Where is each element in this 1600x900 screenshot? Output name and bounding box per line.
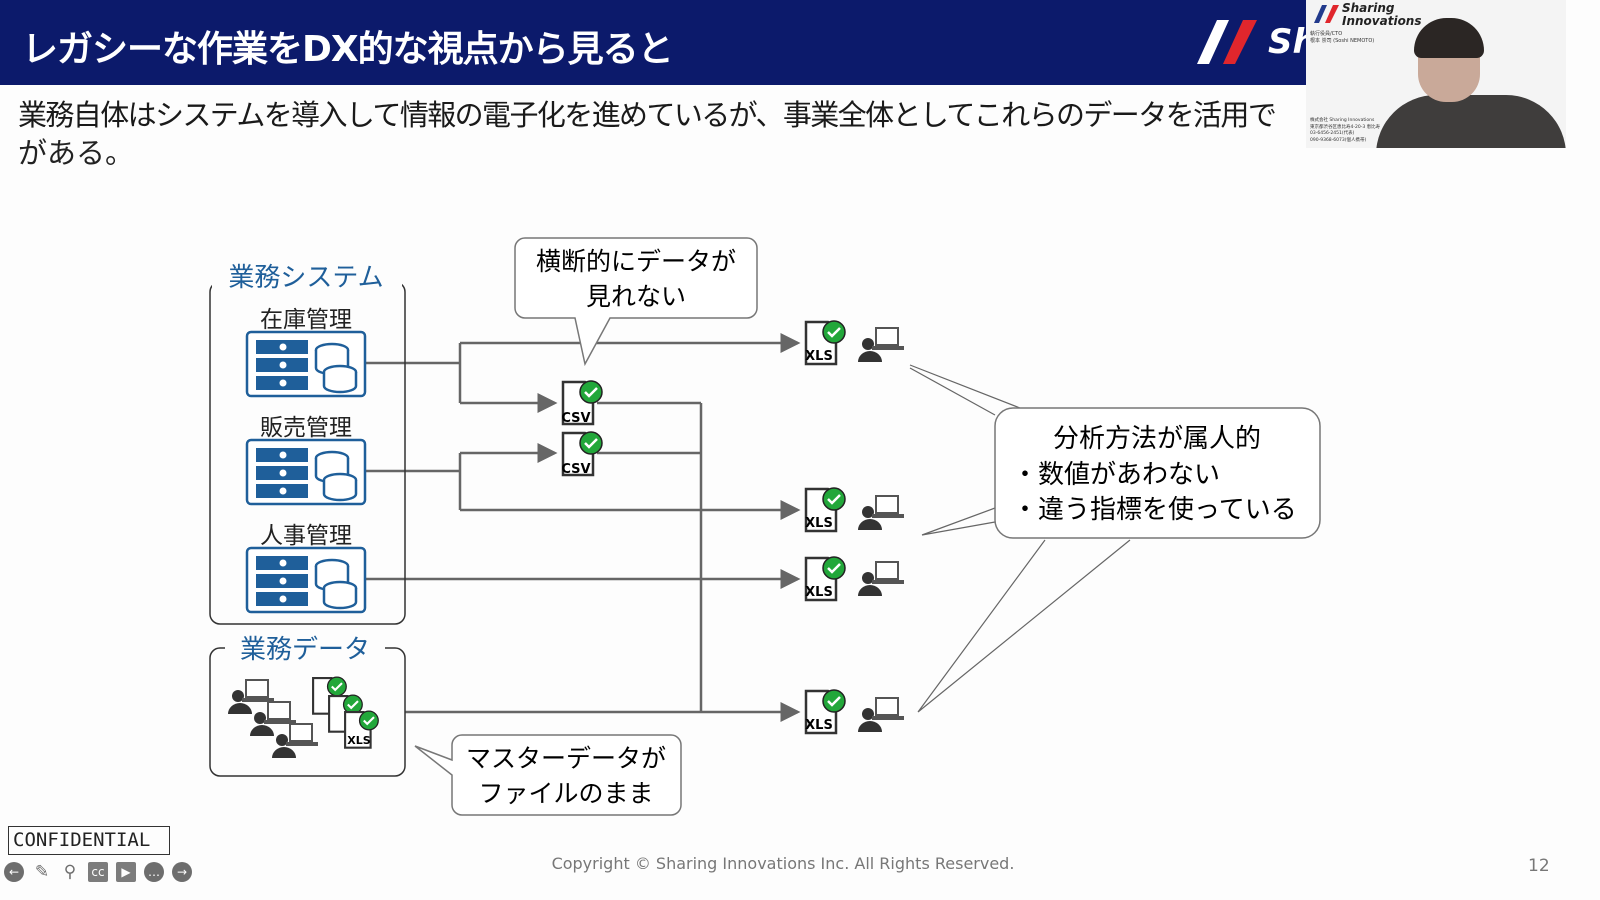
xls-user-row-2: XLS [804, 486, 905, 533]
address-line: 03-6456-2451(代表) [1310, 131, 1355, 136]
csv-label: CSV [561, 462, 590, 477]
slide-subtitle: 業務自体はシステムを導入して情報の電子化を進めているが、事業全体としてこれらのデ… [18, 98, 1277, 132]
callout-text-line: ・数値があわない [1012, 460, 1220, 490]
xls-label: XLS [805, 349, 833, 364]
xls-file-icon [344, 710, 380, 749]
brand-line: Innovations [1342, 14, 1422, 28]
pen-icon[interactable]: ✎ [34, 862, 50, 882]
slide-title: レガシーな作業をDX的な視点から見ると [22, 29, 674, 70]
callout-text-line: 横断的にデータが [536, 247, 736, 276]
user-laptop-icon [857, 561, 905, 597]
server-icon [245, 330, 367, 398]
xls-file-icon [804, 486, 847, 533]
brand-logo-icon [1314, 5, 1339, 23]
xls-user-row-3: XLS [804, 555, 905, 602]
brand-line: Sharing [1342, 1, 1395, 15]
callout-pointer-lines [909, 364, 1131, 713]
callout-cross-view: 横断的にデータが 見れない [514, 237, 758, 367]
title-bar: レガシーな作業をDX的な視点から見ると Sh [0, 0, 1317, 85]
user-laptop-icon [271, 723, 319, 759]
xls-user-row-4: XLS [804, 688, 905, 735]
user-laptop-icon [857, 697, 905, 733]
server-icon [245, 546, 367, 614]
xls-file-icon [804, 688, 847, 735]
xls-label: XLS [805, 718, 833, 733]
callout-master-data: マスターデータが ファイルのまま [414, 734, 682, 816]
connector-lines [365, 333, 1131, 722]
user-laptop-icon [227, 679, 275, 715]
callout-text-line: ・違う指標を使っている [1012, 495, 1297, 525]
presenter-name: 根本 崇司 (Soshi NEMOTO) [1310, 38, 1375, 44]
xls-file-icon [804, 555, 847, 602]
xls-file-icon [328, 694, 364, 733]
connector-sales [365, 453, 462, 510]
system-label-sales: 販売管理 [260, 415, 352, 441]
csv-file-icon [561, 430, 604, 477]
more-icon[interactable]: … [144, 862, 164, 882]
system-label-hr: 人事管理 [260, 523, 352, 549]
user-laptop-icon [857, 327, 905, 363]
xls-label: XLS [805, 585, 833, 600]
connector-inventory [365, 343, 462, 403]
xls-file-icon [804, 319, 847, 366]
zoom-icon[interactable]: ⚲ [63, 862, 77, 882]
sharing-innovations-logo-icon [1197, 20, 1257, 64]
callout-analysis: 分析方法が属人的 ・数値があわない ・違う指標を使っている [994, 407, 1321, 539]
copyright: Copyright © Sharing Innovations Inc. All… [551, 854, 1015, 873]
callout-text-line: マスターデータが [466, 744, 666, 773]
data-group-label: 業務データ [240, 635, 370, 665]
xls-user-row-1: XLS [804, 319, 905, 366]
xls-label: XLS [347, 734, 370, 747]
address-line: 東京都渋谷区恵比寿4-20-3 恵比寿 [1310, 124, 1381, 130]
captions-icon[interactable]: cc [88, 862, 108, 882]
csv-label: CSV [561, 411, 590, 426]
confidential-label: CONFIDENTIAL [8, 826, 170, 855]
address-line: 株式会社 Sharing Innovations [1310, 118, 1375, 123]
user-laptop-icon [249, 701, 297, 737]
presenter-hair [1414, 18, 1484, 58]
systems-group-label: 業務システム [228, 263, 383, 293]
server-icon [245, 438, 367, 506]
callout-text-line: 見れない [586, 282, 686, 311]
previous-icon[interactable]: ← [4, 862, 24, 882]
system-label-inventory: 在庫管理 [260, 307, 352, 333]
csv-file-icon [561, 379, 604, 426]
xls-label: XLS [805, 516, 833, 531]
video-icon[interactable]: ▶ [116, 862, 136, 882]
connector-csv-merge [597, 401, 703, 712]
data-group-box [209, 647, 406, 777]
user-laptop-icon [857, 495, 905, 531]
callout-text-line: 分析方法が属人的 [1053, 424, 1261, 454]
presenter-body [1376, 95, 1566, 148]
company-address: 株式会社 Sharing Innovations 東京都渋谷区恵比寿4-20-3… [1310, 118, 1380, 144]
xls-file-icon [312, 676, 348, 715]
page-number: 12 [1528, 856, 1550, 876]
presenter-role: 執行役員/CTO [1310, 31, 1343, 37]
systems-group-box [209, 281, 406, 625]
next-icon[interactable]: → [172, 862, 192, 882]
slide-subtitle-continued: がある。 [18, 136, 135, 170]
address-line: 090-9368-6073(個人携帯) [1310, 137, 1367, 143]
callout-text-line: ファイルのまま [478, 779, 653, 808]
presentation-controls: ← ✎ ⚲ cc ▶ … → [4, 862, 192, 882]
